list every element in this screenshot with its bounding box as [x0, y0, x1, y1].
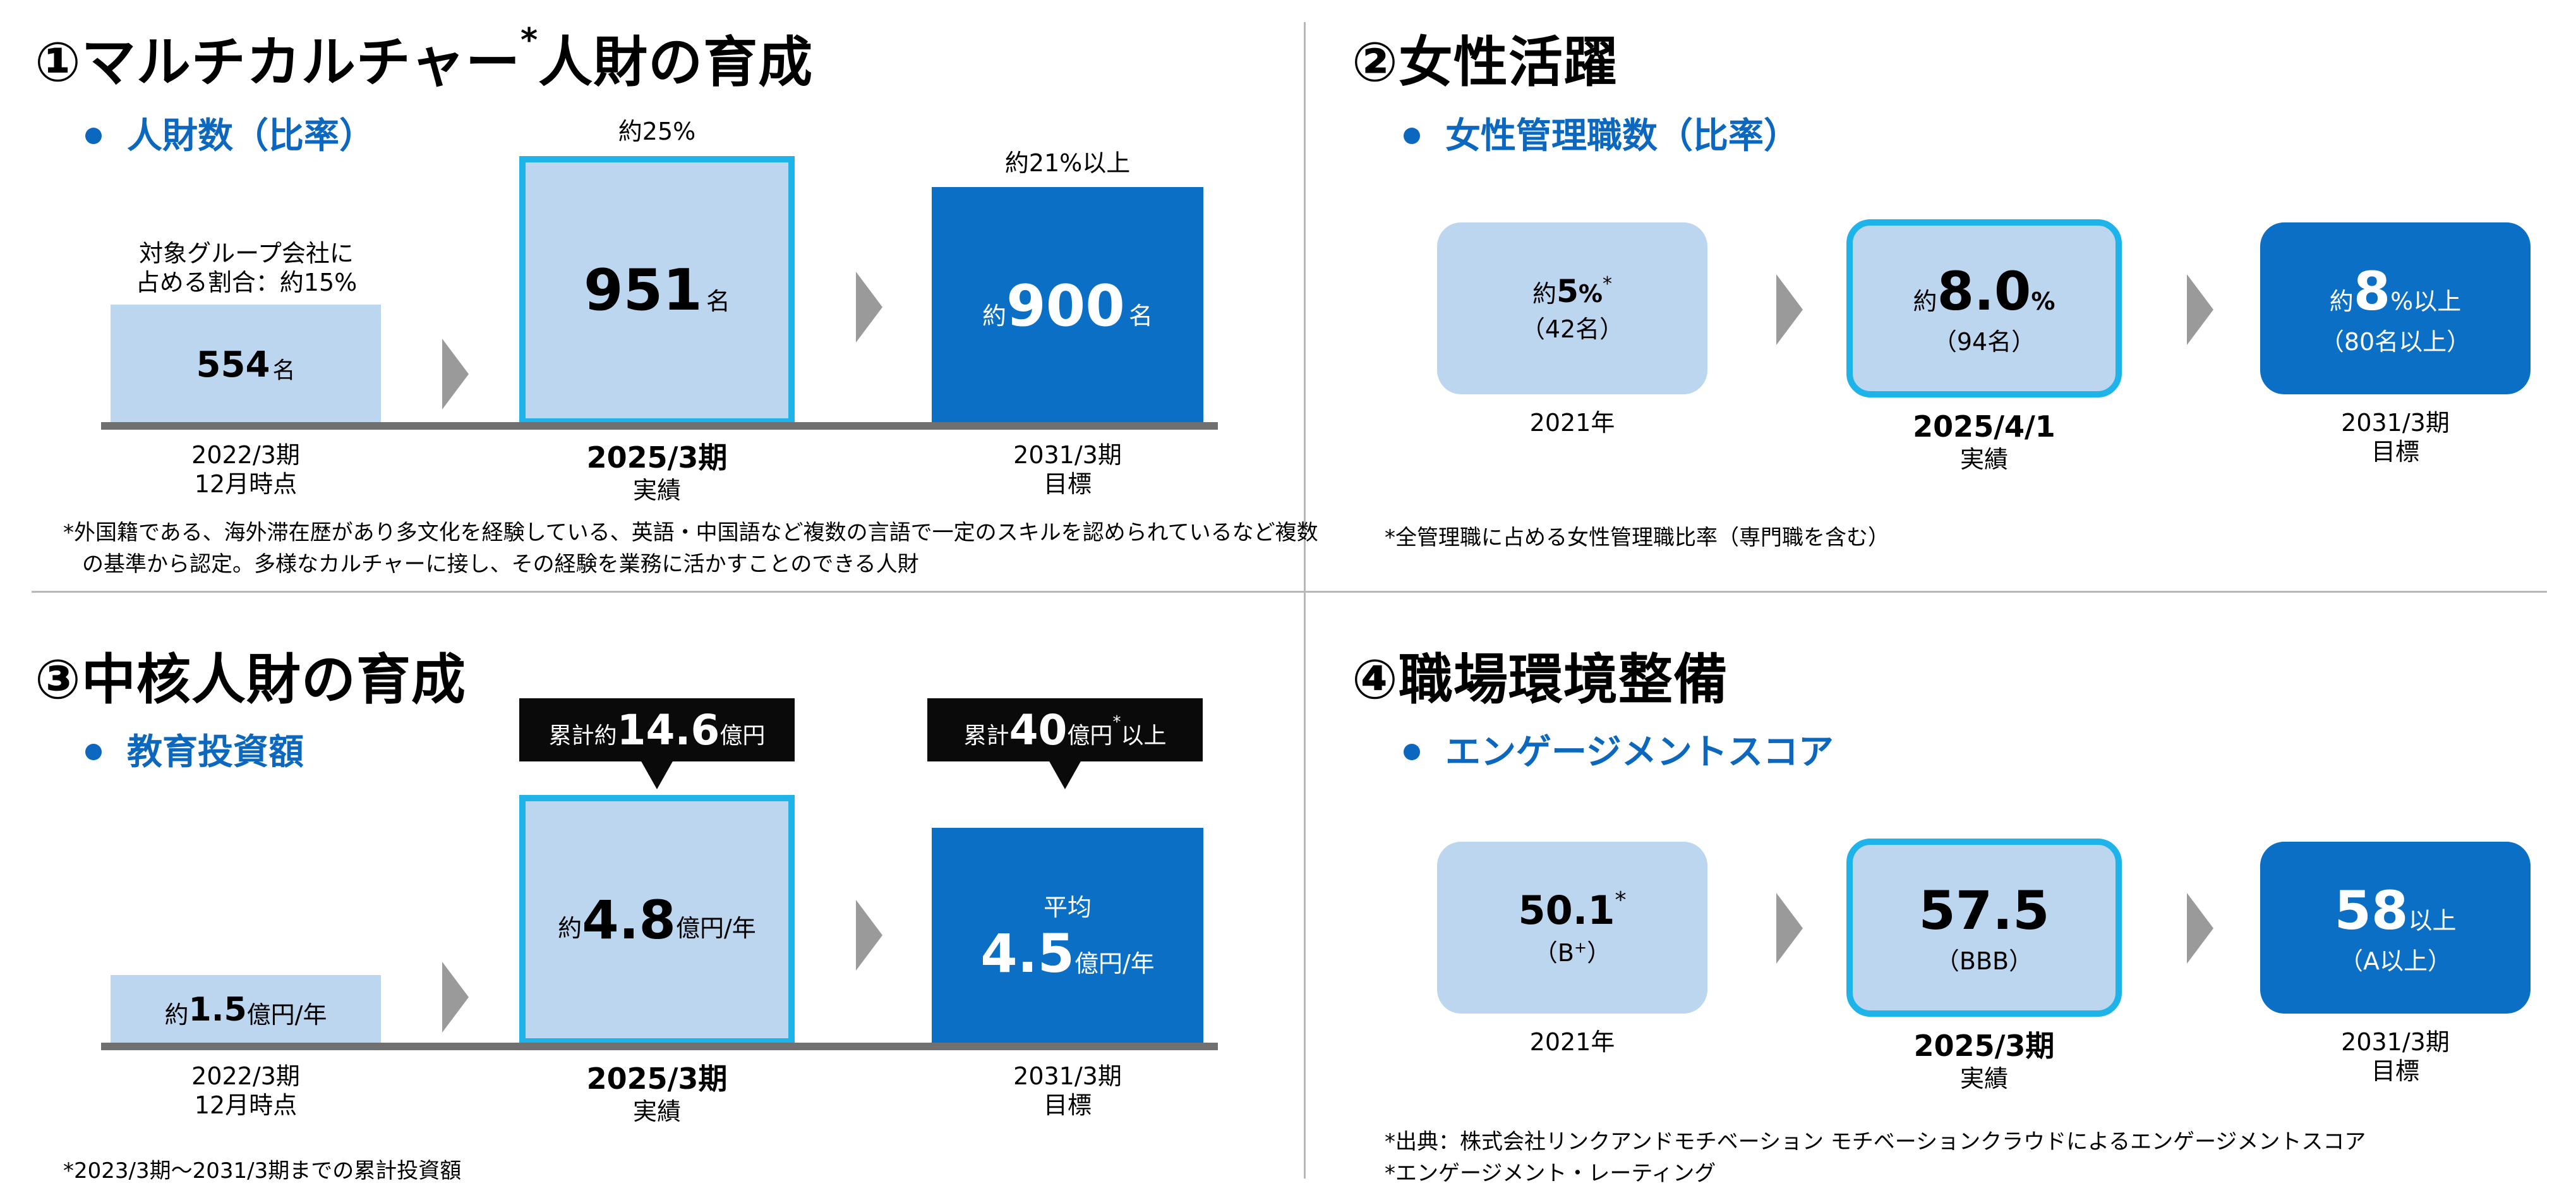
s4-box3: 58以上 （A以上） — [2260, 842, 2531, 1014]
s2-box3-label: 2031/3期目標 — [2341, 409, 2450, 466]
section4-subtitle: エンゲージメントスコア — [1404, 724, 1834, 775]
s3-callout-2-tail — [1049, 760, 1081, 789]
s4-box3-label: 2031/3期目標 — [2341, 1028, 2450, 1085]
s2-arrow-1 — [1776, 274, 1803, 345]
vertical-divider — [1304, 22, 1306, 1179]
s4-footnote: *出典：株式会社リンクアンドモチベーション モチベーションクラウドによるエンゲー… — [1385, 1129, 2366, 1186]
horizontal-divider — [32, 591, 2547, 593]
s4-arrow-1 — [1776, 893, 1803, 964]
s4-box1-label: 2021年 — [1529, 1028, 1615, 1056]
s2-box2: 約8.0% （94名） — [1846, 219, 2122, 397]
s4-box2: 57.5 （BBB） — [1846, 839, 2122, 1017]
s2-arrow-2 — [2187, 274, 2213, 345]
section1-title: ①マルチカルチャー*人財の育成 — [35, 21, 814, 94]
s3-arrow-2 — [856, 900, 882, 971]
bullet-dot — [1404, 128, 1420, 144]
s1-bar2-top: 約25% — [618, 118, 696, 145]
s2-box1-label: 2021年 — [1529, 409, 1615, 437]
section4-title: ④職場環境整備 — [1352, 648, 1728, 712]
s3-footnote: *2023/3期～2031/3期までの累計投資額 — [63, 1158, 462, 1184]
s3-bar3-label: 2031/3期目標 — [1013, 1062, 1122, 1119]
s1-baseline — [101, 422, 1218, 430]
s1-bar3-top: 約21%以上 — [1004, 149, 1131, 177]
section2-title: ②女性活躍 — [1352, 31, 1618, 94]
section3-subtitle: 教育投資額 — [85, 724, 304, 775]
s1-arrow-2 — [856, 272, 882, 342]
s1-bar1-note: 対象グループ会社に占める割合：約15% — [135, 239, 358, 296]
s1-arrow-1 — [442, 339, 469, 409]
s2-footnote: *全管理職に占める女性管理職比率（専門職を含む） — [1385, 525, 1889, 550]
s3-baseline — [101, 1043, 1218, 1050]
s3-callout-1-tail — [641, 760, 673, 789]
section2-subtitle: 女性管理職数（比率） — [1404, 107, 1799, 159]
s3-bar3: 平均 4.5億円/年 — [932, 828, 1203, 1045]
s4-box2-label: 2025/3期実績 — [1913, 1029, 2055, 1093]
s1-bar3-label: 2031/3期目標 — [1013, 441, 1122, 498]
s4-box1: 50.1* （B+） — [1437, 842, 1707, 1014]
s3-bar2-label: 2025/3期実績 — [586, 1062, 728, 1125]
s1-bar2-label: 2025/3期実績 — [586, 440, 728, 504]
bullet-dot — [1404, 744, 1420, 760]
s1-footnote: *外国籍である、海外滞在歴があり多文化を経験している、英語・中国語など複数の言語… — [63, 520, 1318, 577]
section1-subtitle: 人財数（比率） — [85, 107, 375, 159]
s3-arrow-1 — [442, 962, 469, 1033]
s2-box1: 約5%* （42名） — [1437, 222, 1707, 394]
s4-arrow-2 — [2187, 893, 2213, 964]
s2-box3: 約8%以上 （80名以上） — [2260, 222, 2531, 394]
bullet-dot — [85, 744, 102, 760]
section3-title: ③中核人財の育成 — [35, 648, 466, 712]
bullet-dot — [85, 128, 102, 144]
